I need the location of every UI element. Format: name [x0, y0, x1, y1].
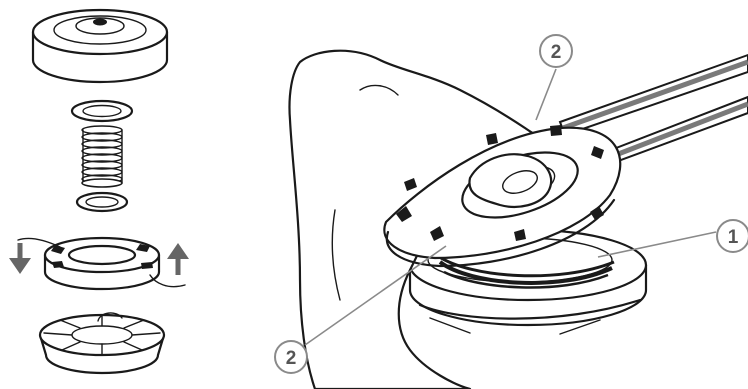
upper-washer-icon: [72, 101, 132, 121]
callout-2-bottom-label: 2: [286, 348, 297, 369]
callout-1-label: 1: [728, 227, 739, 248]
callout-2-top: 2: [536, 35, 572, 120]
base-plate-icon: [40, 313, 164, 373]
lower-washer-icon: [77, 193, 127, 211]
callout-1: 1: [598, 220, 748, 257]
callout-2-top-label: 2: [551, 42, 562, 63]
spool-icon: [18, 238, 185, 289]
hand-spool-panel: 1 2 2: [275, 35, 748, 389]
rotate-down-arrow-icon: [9, 243, 31, 274]
spring-icon: [82, 126, 122, 187]
exploded-parts-panel: [9, 10, 189, 373]
cap-icon: [33, 10, 167, 82]
rotate-up-arrow-icon: [167, 243, 189, 275]
